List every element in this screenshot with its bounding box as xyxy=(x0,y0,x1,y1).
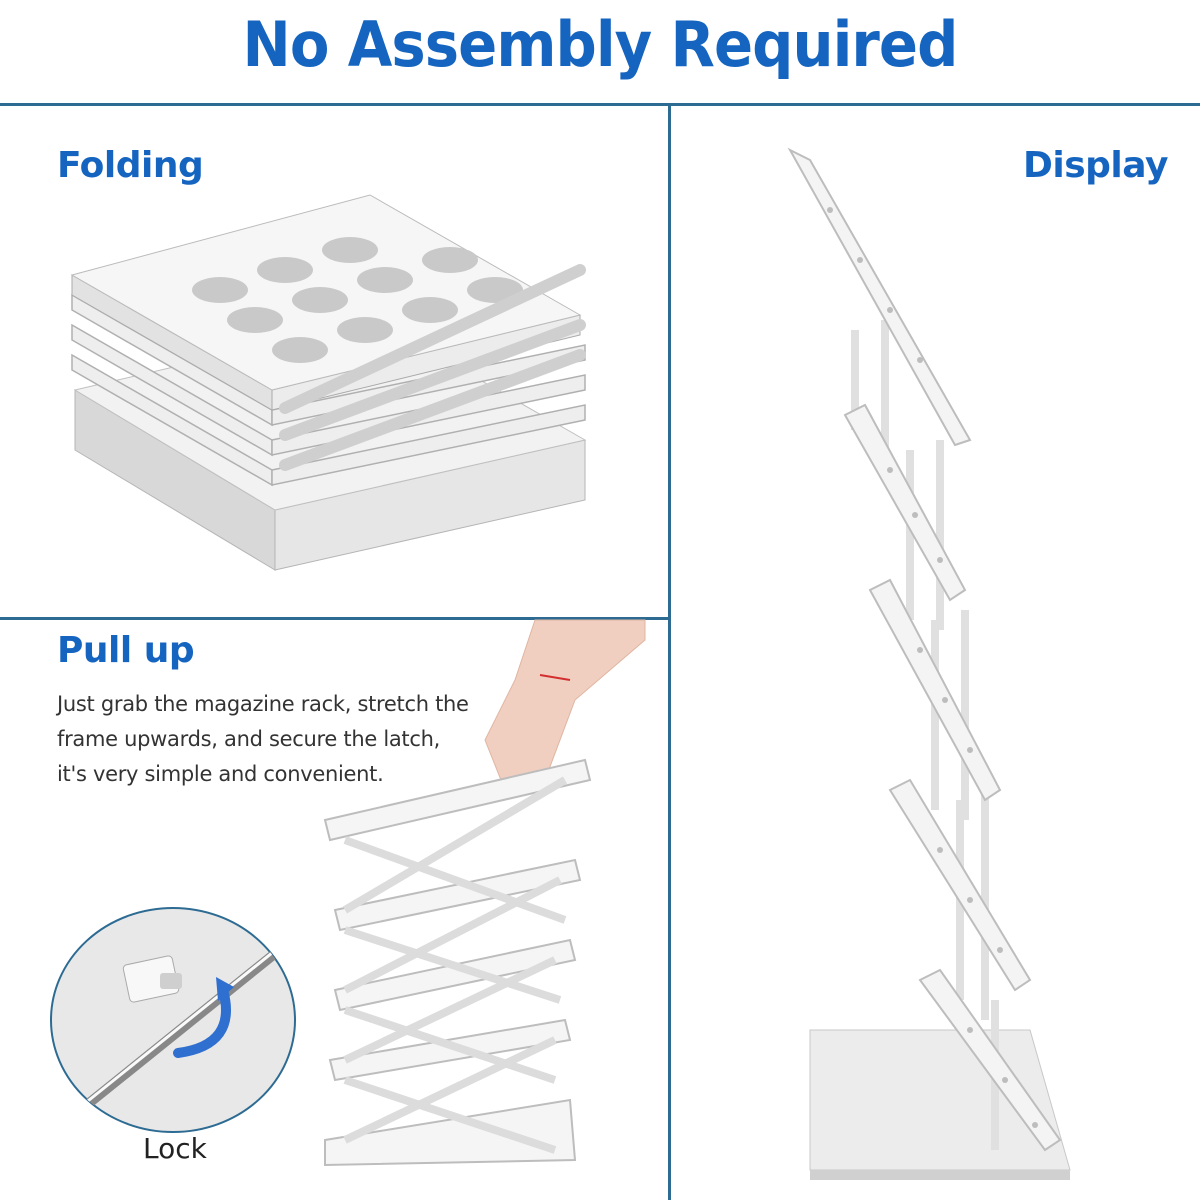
lock-label: Lock xyxy=(143,1132,207,1165)
display-heading: Display xyxy=(1023,145,1168,186)
folding-heading: Folding xyxy=(57,145,204,186)
rotate-arrow-icon xyxy=(173,985,231,1058)
middle-divider xyxy=(0,617,670,620)
description-line: frame upwards, and secure the latch, xyxy=(57,727,440,751)
description-line: it's very simple and convenient. xyxy=(57,762,384,786)
pull-up-rack-image xyxy=(323,619,646,1167)
center-divider xyxy=(668,103,671,1200)
description-line: Just grab the magazine rack, stretch the xyxy=(57,692,469,716)
pull-up-heading: Pull up xyxy=(57,630,195,671)
top-divider xyxy=(0,103,1200,106)
display-rack-image xyxy=(787,147,1071,1180)
page-title: No Assembly Required xyxy=(242,8,959,81)
folded-rack-image xyxy=(70,194,587,571)
pull-up-description: Just grab the magazine rack, stretch the… xyxy=(57,687,477,792)
lock-latch-image xyxy=(50,907,296,1133)
